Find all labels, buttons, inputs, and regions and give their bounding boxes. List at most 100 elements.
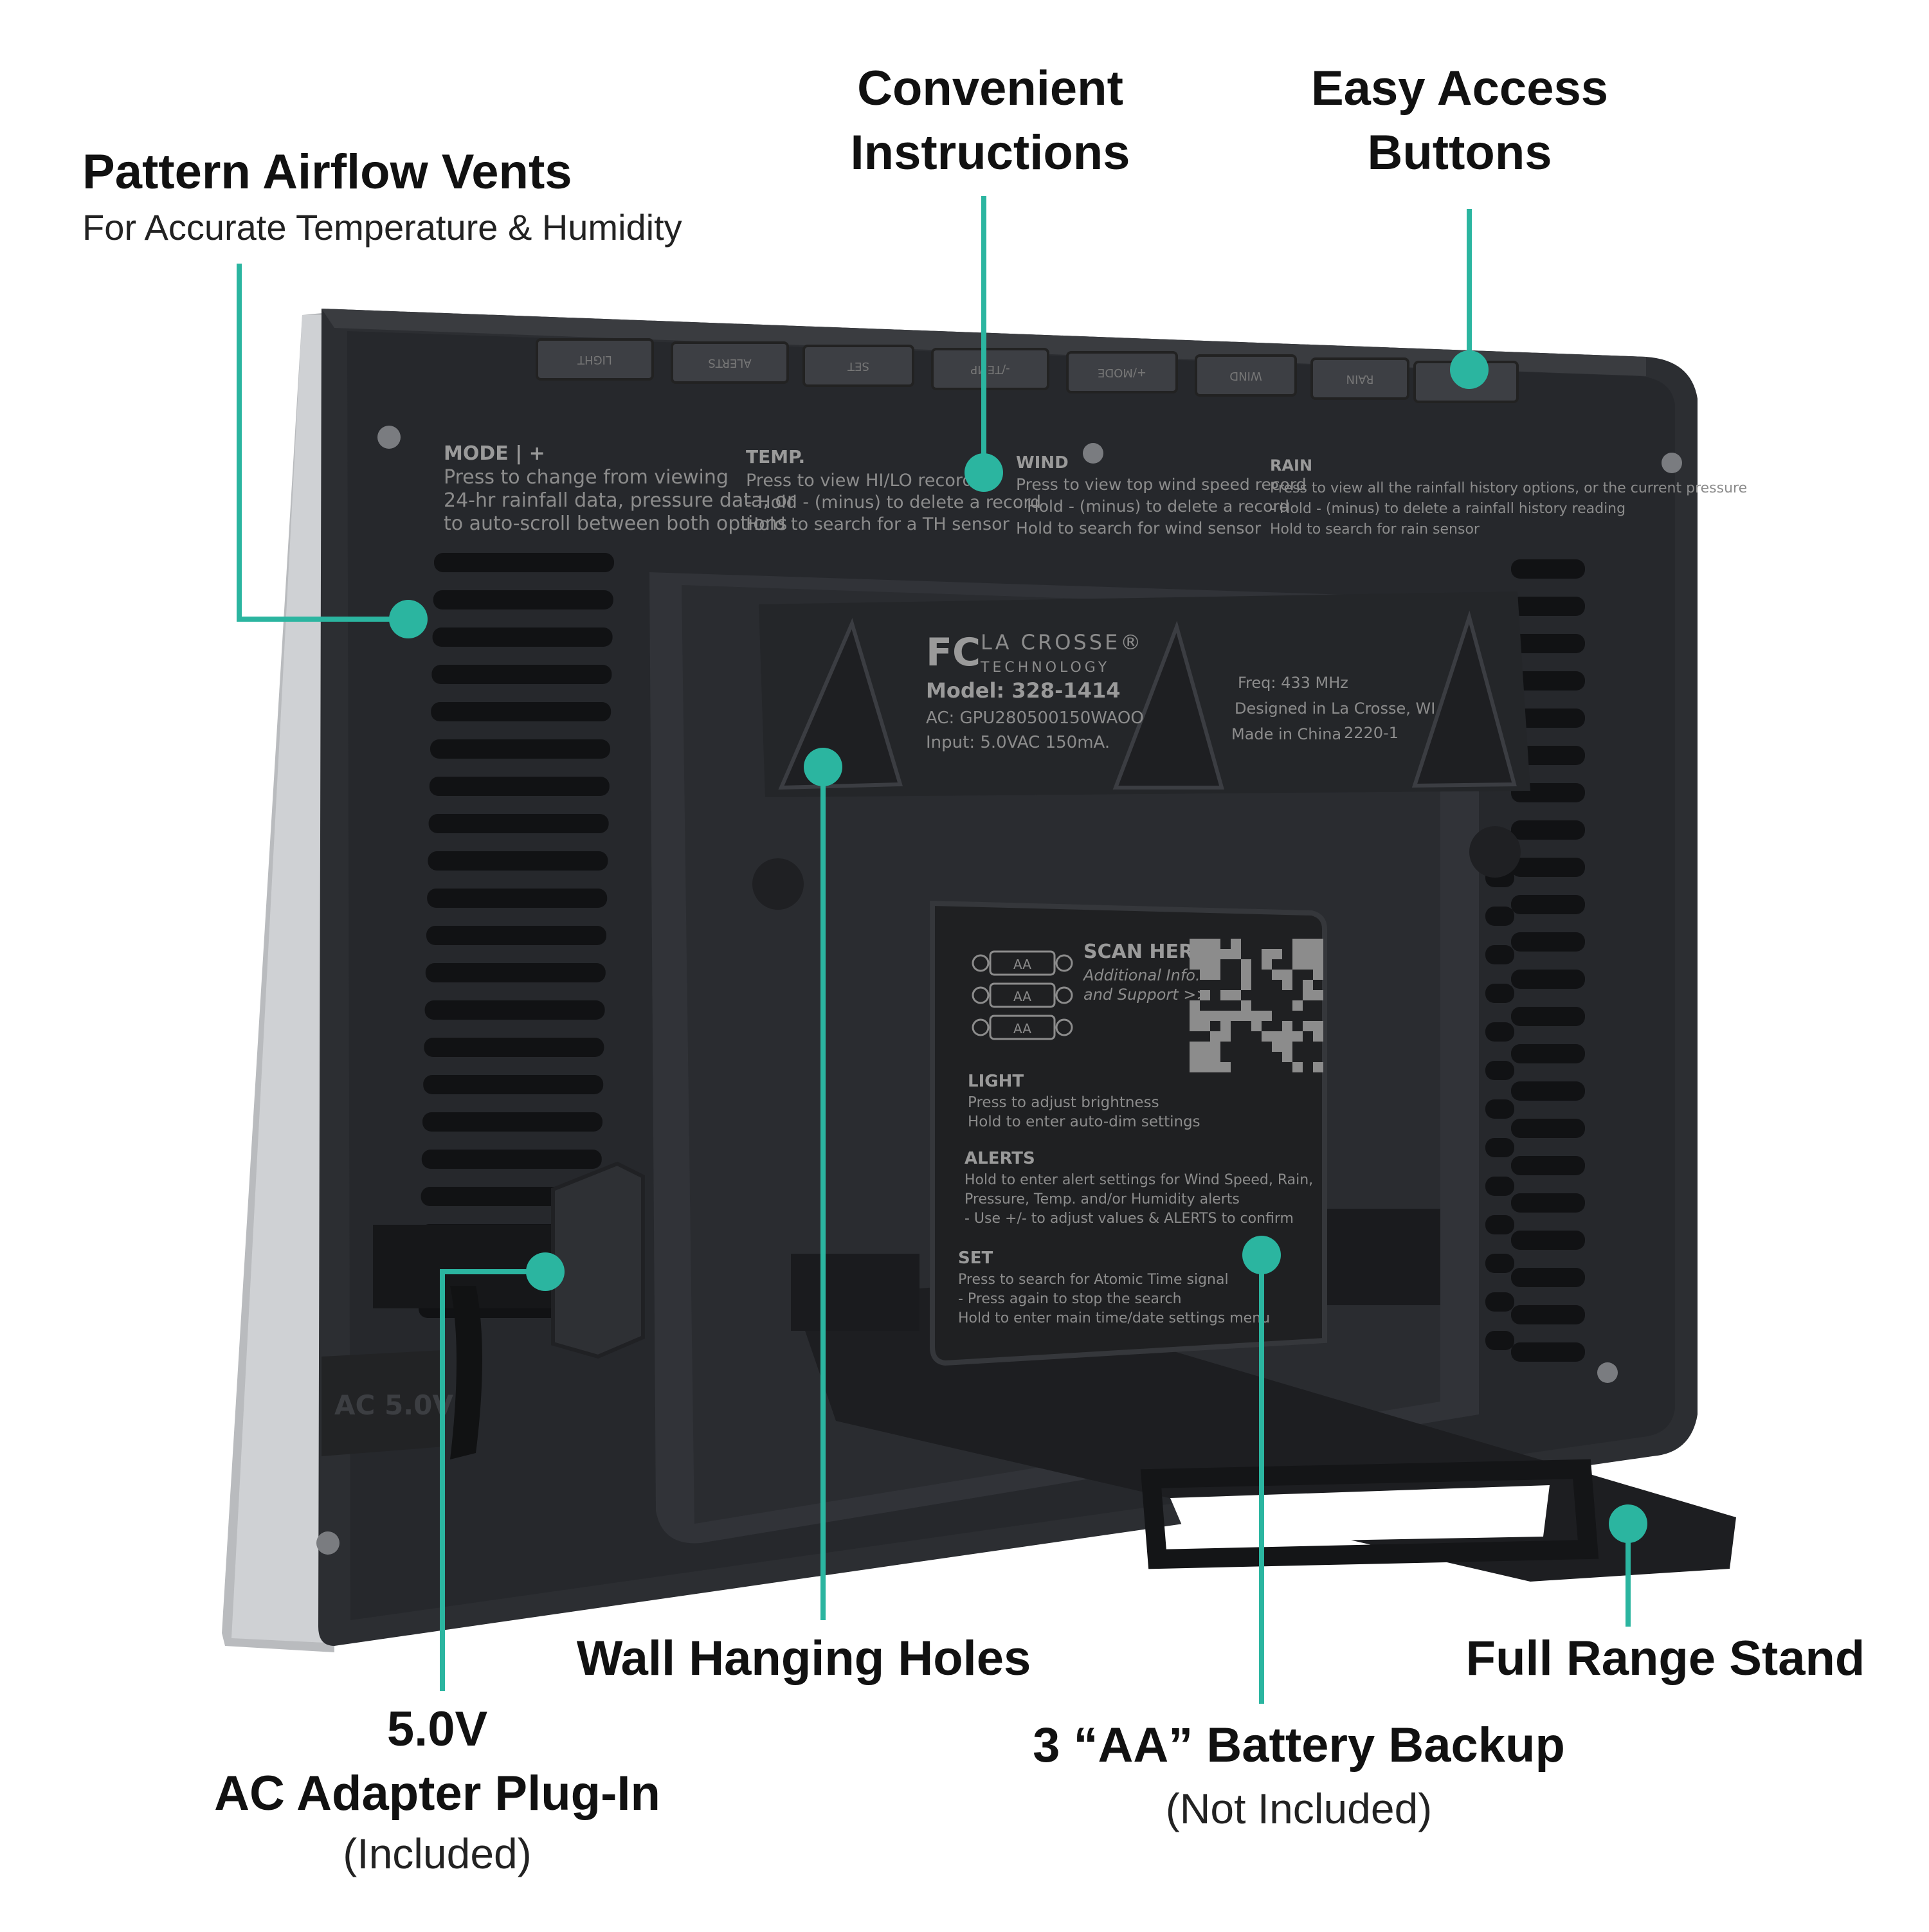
- buttons-line-2: Buttons: [1367, 125, 1552, 180]
- input-rating: Input: 5.0VAC 150mA.: [926, 733, 1110, 752]
- callout-leader-lines: [237, 196, 1647, 1704]
- instructions-line-2: Instructions: [850, 125, 1130, 180]
- top-buttons-group: LIGHT ALERTS SET -/TEMP +/MODE WIND RAIN: [536, 338, 1519, 403]
- frequency: Freq: 433 MHz: [1238, 674, 1348, 692]
- top-button-5[interactable]: +/MODE: [1066, 351, 1178, 393]
- top-button-label: SET: [847, 359, 869, 373]
- set-line-1: Press to search for Atomic Time signal: [958, 1272, 1229, 1288]
- vent-slot: [426, 926, 606, 945]
- vent-slot: [427, 889, 608, 908]
- vent-slot: [1511, 1081, 1585, 1101]
- top-button-label: ALERTS: [708, 356, 751, 370]
- battery-subtitle: (Not Included): [1165, 1785, 1433, 1832]
- mode-line-2: 24-hr rainfall data, pressure data, or: [444, 489, 795, 512]
- vent-slot: [422, 1112, 602, 1132]
- wind-line-1: Press to view top wind speed record: [1016, 475, 1307, 494]
- vent-slot: [1485, 945, 1514, 964]
- adapter-line-1: 5.0V: [386, 1702, 488, 1756]
- vent-slot: [432, 627, 613, 647]
- vent-slot: [1485, 1138, 1514, 1157]
- svg-text:AA: AA: [1013, 989, 1031, 1004]
- leader-holes: [804, 748, 842, 1620]
- vent-slot: [434, 553, 614, 572]
- top-button-4[interactable]: -/TEMP: [931, 348, 1049, 390]
- top-button-label: WIND: [1229, 369, 1262, 383]
- top-button-6[interactable]: WIND: [1195, 354, 1297, 397]
- vent-slot: [431, 702, 611, 721]
- vent-slot: [1511, 895, 1585, 914]
- vent-slot: [429, 777, 610, 796]
- aa-battery-3: AA: [972, 1015, 1073, 1040]
- vent-slot: [428, 851, 608, 871]
- temp-line-3: Hold to search for a TH sensor: [746, 514, 1010, 534]
- vent-slot: [1485, 1331, 1514, 1350]
- ac-plug: [551, 1161, 645, 1359]
- model-label: FC LA CROSSE® TECHNOLOGY Model: 328-1414…: [926, 630, 1435, 752]
- scan-sub-2: and Support >>: [1083, 986, 1209, 1004]
- aa-battery-1: AA: [972, 950, 1073, 976]
- aa-battery-2: AA: [972, 982, 1073, 1008]
- vents-title: Pattern Airflow Vents: [82, 145, 572, 199]
- vent-slot: [1511, 709, 1585, 728]
- adapter-line-2: AC Adapter Plug-In: [214, 1766, 660, 1821]
- rain-line-2: - Hold - (minus) to delete a rainfall hi…: [1270, 501, 1626, 517]
- callout-battery: 3 “AA” Battery Backup (Not Included): [990, 1713, 1608, 1839]
- callout-instructions: Convenient Instructions: [823, 57, 1157, 185]
- callout-holes: Wall Hanging Holes: [547, 1627, 1061, 1691]
- vent-slot: [431, 665, 612, 684]
- alerts-line-2: Pressure, Temp. and/or Humidity alerts: [964, 1191, 1240, 1207]
- hanging-hole-center: [1112, 620, 1224, 790]
- vent-slot: [424, 1000, 605, 1020]
- stand-top-frame: [759, 591, 1530, 797]
- leader-vents: [237, 264, 428, 638]
- vent-slot: [1511, 970, 1585, 989]
- vent-slot: [1511, 1342, 1585, 1362]
- leader-battery: [1242, 1236, 1281, 1704]
- model-number: Model: 328-1414: [926, 678, 1120, 703]
- rain-heading: RAIN: [1270, 456, 1312, 474]
- vent-slot: [1485, 1292, 1514, 1312]
- brand-sub: TECHNOLOGY: [980, 660, 1110, 676]
- leader-buttons: [1450, 209, 1489, 389]
- vent-slot: [433, 590, 613, 609]
- temp-heading: TEMP.: [746, 446, 805, 467]
- vent-slot: [424, 1038, 604, 1057]
- vent-slot: [1511, 597, 1585, 616]
- top-button-1[interactable]: LIGHT: [536, 338, 654, 381]
- top-button-3[interactable]: SET: [802, 345, 914, 387]
- vent-slot: [421, 1150, 602, 1169]
- top-button-2[interactable]: ALERTS: [671, 341, 789, 384]
- buttons-line-1: Easy Access: [1310, 61, 1608, 116]
- alerts-heading: ALERTS: [964, 1149, 1035, 1168]
- wall-hanging-holes: [778, 610, 1517, 790]
- svg-text:AA: AA: [1013, 957, 1031, 972]
- rain-line-1: Press to view all the rainfall history o…: [1270, 480, 1747, 496]
- wind-line-2: - Hold - (minus) to delete a record: [1016, 497, 1289, 516]
- vent-slot: [1485, 907, 1514, 926]
- vent-slot: [1511, 1305, 1585, 1324]
- made-in: Made in China: [1231, 725, 1341, 743]
- brand-name: LA CROSSE®: [981, 630, 1143, 655]
- vent-slot: [1511, 1156, 1585, 1175]
- scan-sub-1: Additional Info.: [1082, 966, 1200, 984]
- wind-heading: WIND: [1016, 453, 1069, 473]
- hanging-hole-right: [1411, 610, 1517, 788]
- vent-slot: [428, 814, 609, 833]
- top-button-7[interactable]: RAIN: [1310, 357, 1409, 400]
- vent-slot: [1485, 1215, 1514, 1234]
- designed-in: Designed in La Crosse, WI: [1235, 700, 1435, 718]
- top-button-label: +/MODE: [1098, 366, 1146, 379]
- light-line-1: Press to adjust brightness: [968, 1094, 1159, 1111]
- mode-line-3: to auto-scroll between both options: [444, 512, 787, 535]
- light-line-2: Hold to enter auto-dim settings: [968, 1114, 1200, 1130]
- wind-line-3: Hold to search for wind sensor: [1016, 519, 1262, 537]
- vent-slot: [1485, 1061, 1514, 1080]
- vent-slot: [1511, 1231, 1585, 1250]
- qr-code: [1190, 939, 1323, 1072]
- product-code: 2220-1: [1344, 724, 1399, 742]
- leader-stand: [1609, 1504, 1647, 1627]
- vent-slot: [1511, 671, 1585, 691]
